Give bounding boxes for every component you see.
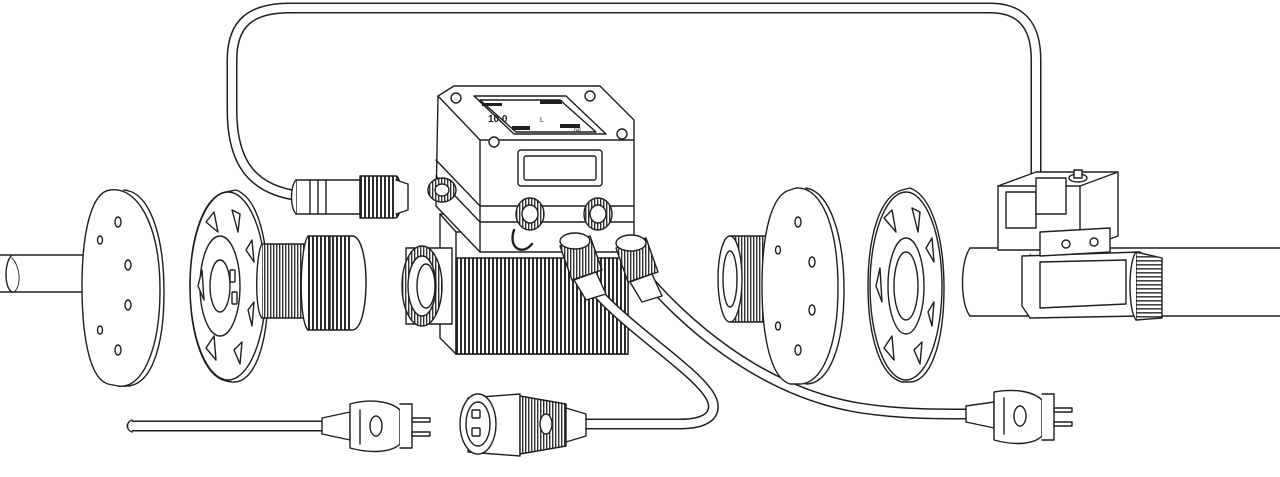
right-inner-flange [868, 188, 944, 382]
display-bottom-line: rel [574, 128, 581, 134]
sensor-cable-connector [292, 176, 409, 218]
left-union-nut [257, 236, 366, 330]
display-main-value: 10.0 [488, 114, 508, 125]
solenoid-valve [998, 170, 1162, 320]
mains-cord-left [128, 420, 327, 432]
mains-socket-coupler [460, 394, 586, 456]
mains-plug-left [322, 401, 430, 451]
flow-meter-inlet-port [402, 246, 452, 326]
cable-gland-right [584, 198, 612, 230]
right-outer-flange [762, 188, 844, 384]
mains-plug-right [966, 390, 1072, 443]
left-outer-flange [82, 190, 164, 387]
display-unit: L [540, 117, 544, 124]
